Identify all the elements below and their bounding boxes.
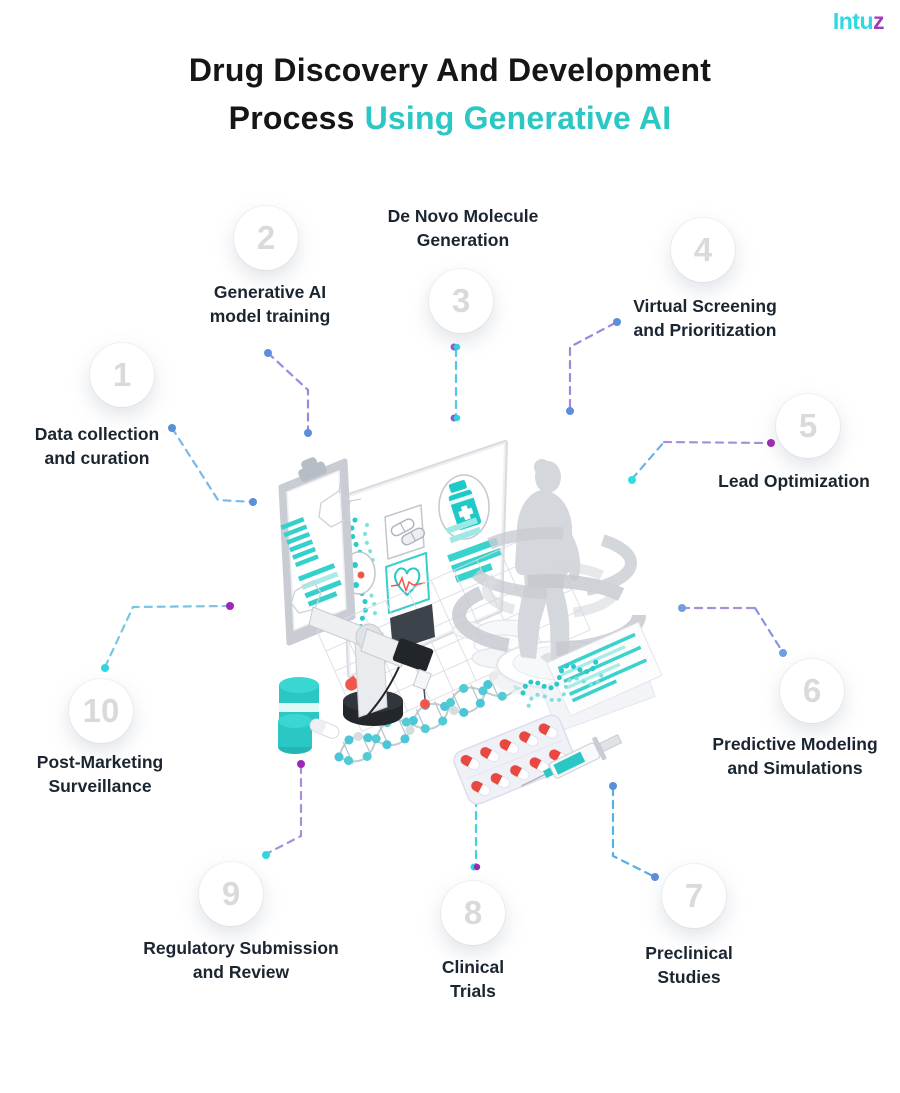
clipboard-lines — [280, 517, 342, 607]
pills-icon — [384, 504, 425, 560]
step-number-1: 1 — [112, 356, 132, 393]
robotic-arm — [308, 606, 434, 726]
step-label-line: and Review — [192, 962, 290, 982]
mini-dna-dots — [520, 657, 604, 708]
capsule-pill-2 — [309, 718, 340, 739]
reagent-jars — [278, 677, 319, 754]
step-label-line: Post-Marketing — [36, 752, 164, 772]
step-label-line: Trials — [450, 981, 496, 1001]
report-papers — [520, 621, 663, 733]
syringe — [521, 733, 623, 787]
step-label-line: and Simulations — [727, 758, 863, 778]
step-label-line: Studies — [657, 967, 721, 987]
step-label-8: Clinical Trials — [353, 955, 593, 1003]
step-number-5: 5 — [798, 407, 818, 444]
step-circle-4: 4 — [671, 218, 735, 282]
step-label-10: Post-Marketing Surveillance — [0, 750, 220, 798]
step-label-line: Virtual Screening — [633, 296, 777, 316]
clipboard — [278, 457, 362, 646]
step-circle-1: 1 — [90, 343, 154, 407]
blister-pack — [453, 714, 576, 805]
step-number-8: 8 — [463, 894, 483, 931]
patient-figure — [515, 459, 581, 661]
step-circle-2: 2 — [234, 206, 298, 270]
central-illustration — [278, 440, 663, 805]
step-circle-5: 5 — [776, 394, 840, 458]
step-label-line: Clinical — [441, 957, 505, 977]
step-label-line: Preclinical — [645, 943, 733, 963]
step-number-10: 10 — [82, 692, 120, 729]
heart-ecg-icon — [385, 552, 430, 614]
step-label-3: De Novo Molecule Generation — [343, 204, 583, 252]
step-label-line: and curation — [44, 448, 150, 468]
step-circle-8: 8 — [441, 881, 505, 945]
step-circle-7: 7 — [662, 864, 726, 928]
step-label-line: Lead Optimization — [718, 471, 870, 491]
step-label-7: Preclinical Studies — [569, 941, 809, 989]
step-number-6: 6 — [802, 672, 822, 709]
step-label-line: model training — [209, 306, 331, 326]
step-label-line: Surveillance — [48, 776, 152, 796]
step-circle-6: 6 — [780, 659, 844, 723]
step-number-9: 9 — [221, 875, 241, 912]
step-label-6: Predictive Modeling and Simulations — [675, 732, 900, 780]
scan-rings — [452, 527, 646, 656]
step-label-2: Generative AI model training — [150, 280, 390, 328]
step-number-2: 2 — [256, 219, 276, 256]
logo-main: Intu — [832, 8, 874, 34]
step-label-4: Virtual Screening and Prioritization — [585, 294, 825, 342]
step-label-9: Regulatory Submission and Review — [121, 936, 361, 984]
step-circle-10: 10 — [69, 679, 133, 743]
step-number-3: 3 — [451, 282, 471, 319]
step-label-line: Regulatory Submission — [143, 938, 339, 958]
step-label-5: Lead Optimization — [674, 469, 900, 493]
step-label-line: Predictive Modeling — [712, 734, 878, 754]
title-line2-accent: Using Generative AI — [364, 100, 672, 136]
title-line1: Drug Discovery And Development — [188, 52, 712, 88]
step-label-line: Generative AI — [213, 282, 327, 302]
step-label-line: Data collection — [34, 424, 160, 444]
step-label-line: De Novo Molecule — [387, 206, 539, 226]
step-number-4: 4 — [693, 231, 713, 268]
step-number-7: 7 — [684, 877, 704, 914]
step-label-line: and Prioritization — [633, 320, 777, 340]
logo-accent: z — [873, 8, 885, 34]
step-label-line: Generation — [416, 230, 510, 250]
clipboard-clip — [298, 457, 327, 482]
title-line2-black: Process — [228, 100, 355, 136]
step-circle-3: 3 — [429, 269, 493, 333]
step-circle-9: 9 — [199, 862, 263, 926]
intuz-logo: Intuz — [832, 8, 885, 35]
step-label-1: Data collection and curation — [0, 422, 217, 470]
